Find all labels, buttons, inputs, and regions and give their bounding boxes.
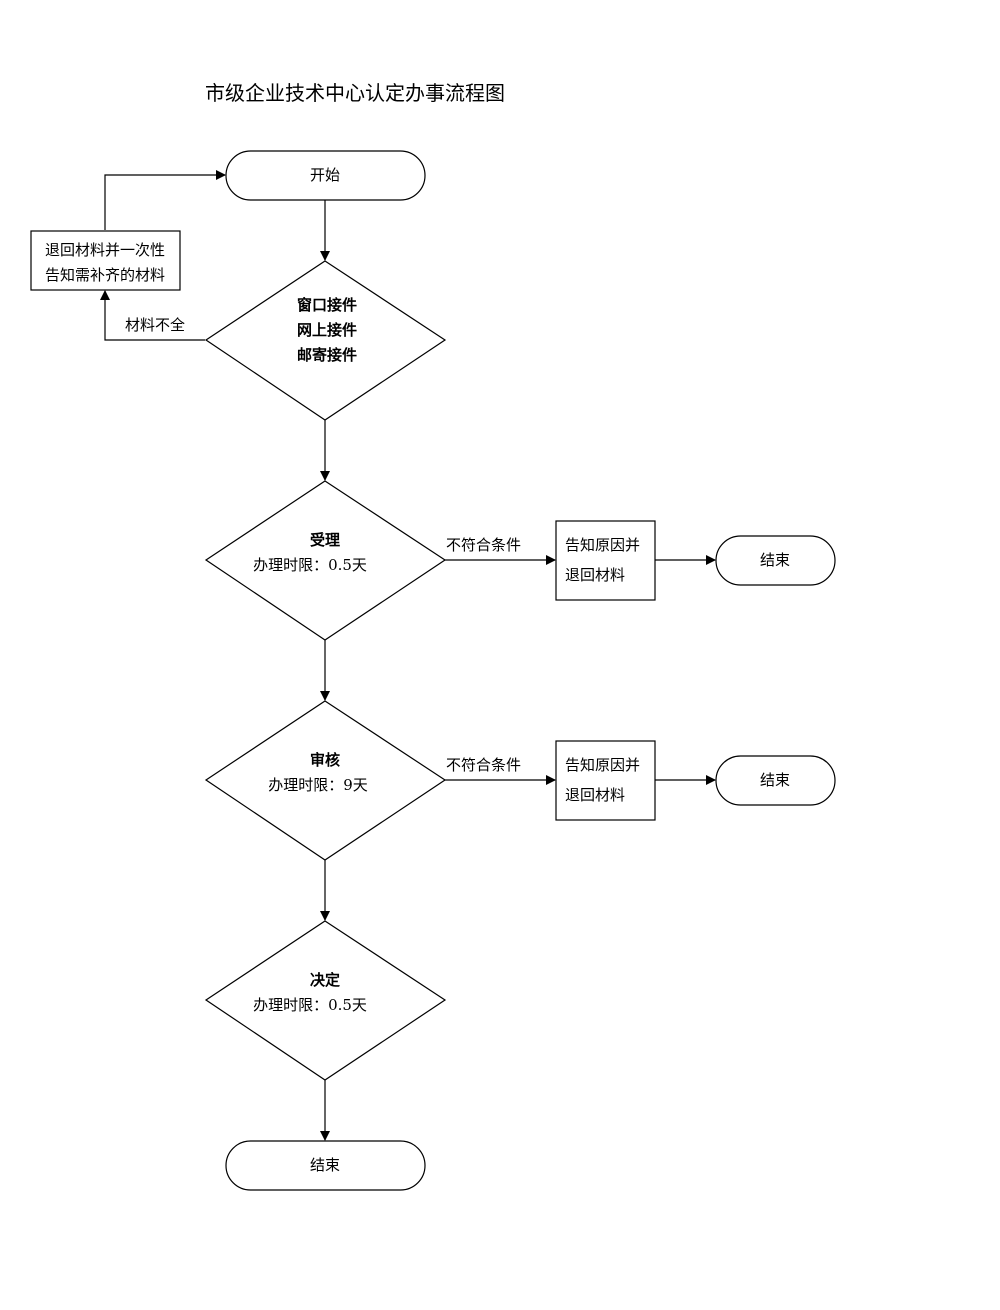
reject-box-1-line-2: 退回材料 [565, 566, 625, 584]
review-node: 审核 办理时限：9天 [204, 700, 447, 861]
page-title: 市级企业技术中心认定办事流程图 [205, 81, 505, 105]
review-label: 审核 [310, 751, 340, 769]
edge-label-not-qualified-1: 不符合条件 [446, 536, 521, 554]
end-node-2: 结束 [715, 755, 836, 806]
intake-window-label: 窗口接件 [297, 296, 357, 314]
reject-box-1: 告知原因并 退回材料 [555, 520, 656, 601]
start-node: 开始 [225, 150, 426, 201]
decide-node: 决定 办理时限：0.5天 [204, 920, 447, 1081]
intake-mail-label: 邮寄接件 [297, 346, 357, 364]
reject-box-2: 告知原因并 退回材料 [555, 740, 656, 821]
reject-box-2-line-1: 告知原因并 [565, 756, 640, 774]
reject-box-2-line-2: 退回材料 [565, 786, 625, 804]
decide-label: 决定 [310, 971, 340, 989]
arrow-return-to-start [104, 170, 226, 230]
start-label: 开始 [310, 166, 340, 184]
return-materials-box: 退回材料并一次性 告知需补齐的材料 [30, 230, 181, 291]
accept-label: 受理 [310, 531, 340, 549]
end-final-label: 结束 [310, 1156, 340, 1174]
return-materials-line-1: 退回材料并一次性 [45, 241, 165, 259]
end-2-label: 结束 [760, 771, 790, 789]
end-node-1: 结束 [715, 535, 836, 586]
accept-time-label: 办理时限：0.5天 [253, 556, 367, 574]
reject-box-1-line-1: 告知原因并 [565, 536, 640, 554]
return-materials-line-2: 告知需补齐的材料 [45, 266, 165, 284]
edge-label-incomplete: 材料不全 [125, 316, 185, 334]
intake-node: 窗口接件 网上接件 邮寄接件 [204, 260, 447, 421]
end-node-final: 结束 [225, 1140, 426, 1191]
accept-node: 受理 办理时限：0.5天 [204, 480, 447, 641]
arrow-intake-to-return [100, 290, 205, 341]
review-time-label: 办理时限：9天 [268, 776, 368, 794]
edge-label-not-qualified-2: 不符合条件 [446, 756, 521, 774]
end-1-label: 结束 [760, 551, 790, 569]
intake-online-label: 网上接件 [297, 321, 357, 339]
decide-time-label: 办理时限：0.5天 [253, 996, 367, 1014]
